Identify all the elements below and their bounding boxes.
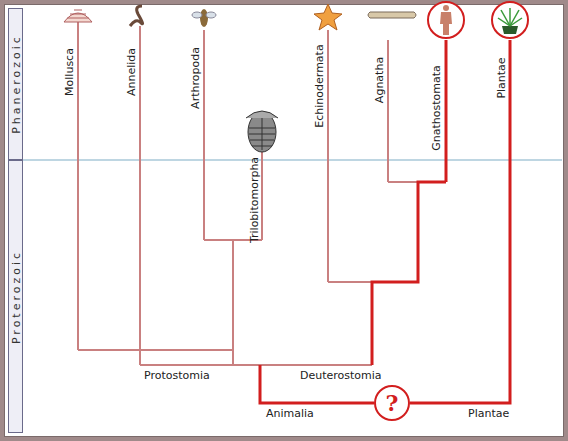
worm-icon [130, 6, 143, 26]
kingdom-name: Plantae [468, 407, 509, 420]
taxon-name: Gnathostomata [429, 65, 442, 151]
taxon-name: Trilobitomorpha [247, 157, 260, 243]
taxon-name: Agnatha [372, 57, 385, 103]
taxon-name: Arthropoda [188, 47, 201, 109]
era-band: Proterozoic [8, 160, 23, 433]
kingdom-name: Animalia [266, 407, 314, 420]
lamprey-icon [368, 12, 416, 18]
human-icon [428, 2, 464, 38]
clade-name: Protostomia [144, 369, 210, 382]
unknown-ancestor-circle: ? [374, 385, 410, 421]
clade-name: Deuterostomia [300, 369, 382, 382]
plant-icon [492, 2, 528, 38]
fly-icon [192, 9, 216, 27]
era-name: Phanerozoic [9, 34, 22, 134]
era-name: Proterozoic [9, 249, 22, 343]
taxon-name: Mollusca [62, 48, 75, 96]
mollusc-icon [64, 10, 92, 22]
taxon-name: Plantae [494, 57, 507, 98]
trilobite-icon [246, 111, 278, 152]
taxon-name: Echinodermata [312, 44, 325, 127]
taxon-name: Annelida [124, 48, 137, 96]
question-mark: ? [386, 392, 399, 414]
starfish-icon [314, 4, 342, 30]
era-band: Phanerozoic [8, 8, 23, 160]
